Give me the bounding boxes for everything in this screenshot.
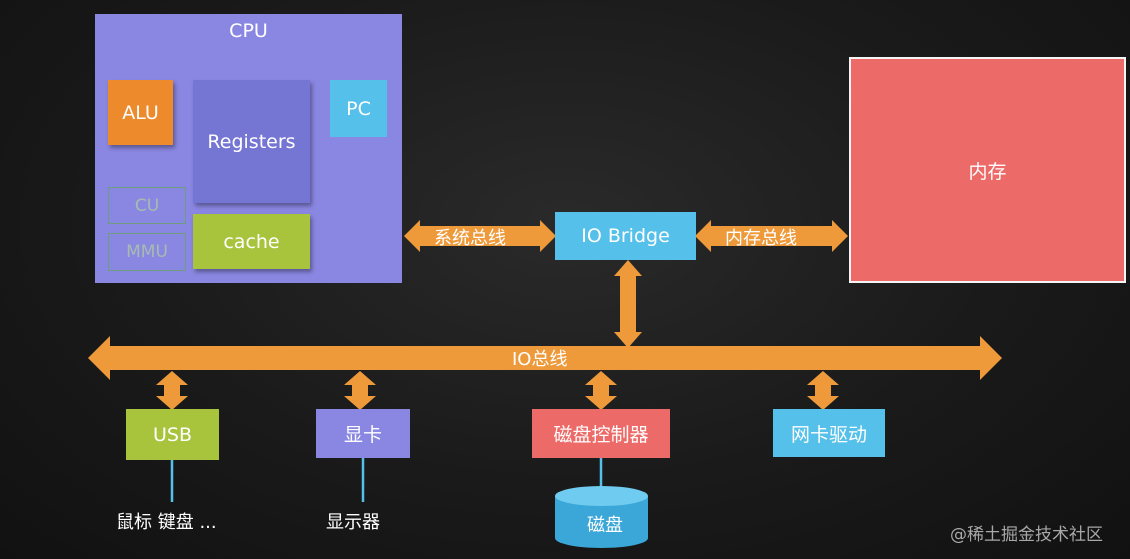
memory-bus-arrow [695,220,848,252]
alu-box: ALU [108,80,173,145]
disk-controller-box: 磁盘控制器 [532,409,670,458]
cache-box: cache [193,214,310,269]
disk-cylinder [555,486,648,548]
monitor-label: 显示器 [326,512,380,533]
registers-box: Registers [193,80,310,203]
nic-box: 网卡驱动 [773,409,885,457]
nic-bus-arrow [807,371,839,410]
memory-bus-label: 内存总线 [725,228,797,249]
bridge-io-arrow [614,260,642,348]
memory-box: 内存 [849,57,1126,283]
io-bus-label: IO总线 [512,349,568,370]
io-bus-arrow [88,336,1002,380]
mouse-keyboard-label: 鼠标 键盘 ... [116,512,217,533]
pc-box: PC [330,80,387,137]
usb-box: USB [126,409,219,460]
usb-bus-arrow [156,371,188,410]
cu-box: CU [108,187,186,224]
system-bus-arrow [404,220,556,252]
mmu-box: MMU [108,233,186,271]
system-bus-label: 系统总线 [434,228,506,249]
disk-controller-bus-arrow [585,371,617,410]
gpu-bus-arrow [344,371,376,410]
gpu-box: 显卡 [316,409,410,458]
cpu-title: CPU [229,20,268,42]
watermark-text: @稀土掘金技术社区 [950,525,1103,545]
disk-label: 磁盘 [587,515,623,536]
io-bridge-box: IO Bridge [555,212,696,260]
